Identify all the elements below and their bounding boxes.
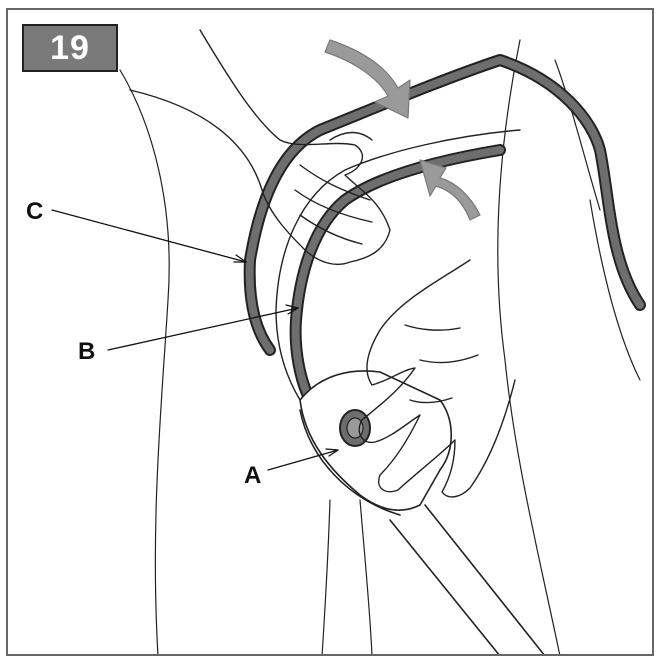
rotation-arrows [324, 39, 481, 221]
body-outline [119, 39, 641, 654]
illustration-frame [6, 8, 654, 656]
handle-c [243, 54, 646, 356]
handle-shaft [299, 409, 545, 654]
step-number-badge: 19 [22, 24, 118, 72]
callout-c: C [26, 198, 44, 225]
callout-a: A [244, 462, 262, 489]
leader-b [107, 307, 299, 351]
lower-hand [358, 259, 516, 498]
leader-c [51, 209, 247, 263]
callout-b: B [78, 338, 96, 365]
arrow-up-icon [419, 159, 481, 221]
step-number: 19 [50, 28, 90, 67]
handle-b [275, 129, 521, 406]
arrow-down-icon [324, 39, 411, 119]
clamp-a [299, 370, 452, 511]
leader-a [267, 449, 339, 471]
upper-hand [129, 29, 391, 266]
leader-lines [51, 209, 339, 471]
